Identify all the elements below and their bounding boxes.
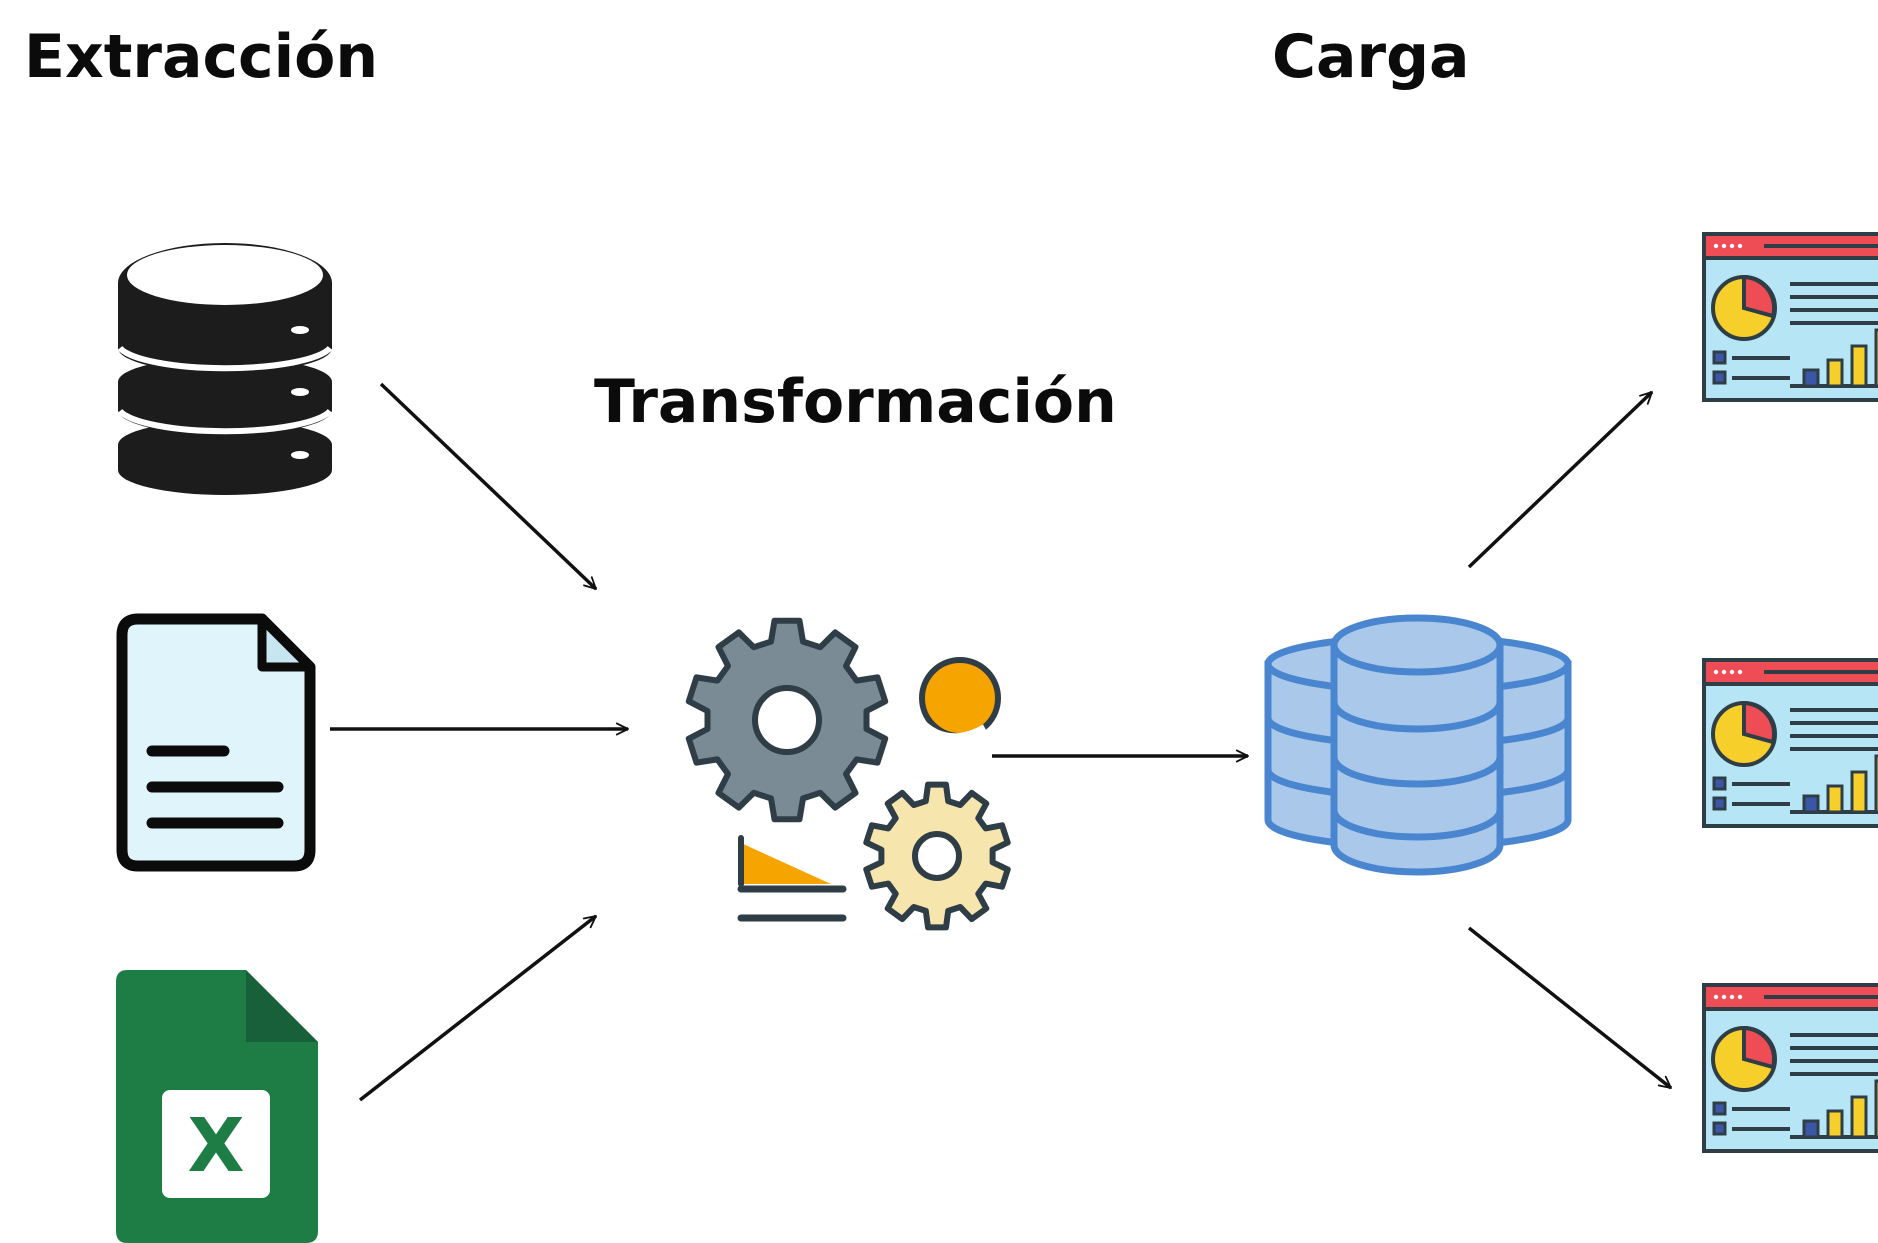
excel-letter: X xyxy=(187,1103,244,1189)
dashboards-group xyxy=(1702,232,1878,1153)
pie-slice xyxy=(1742,1025,1777,1070)
bar-icon xyxy=(1802,794,1820,814)
bar-icon xyxy=(1802,1119,1820,1139)
bar-icon xyxy=(1850,344,1868,388)
small-yellow-gear xyxy=(863,781,1011,931)
orange-triangle xyxy=(737,835,847,922)
bar-icon xyxy=(1850,1095,1868,1139)
pie-slice xyxy=(1742,274,1777,319)
orange-dot xyxy=(919,657,1001,742)
data-warehouse-icon xyxy=(1264,614,1572,876)
bar-icon xyxy=(1826,1109,1844,1139)
bar-icon xyxy=(1802,368,1820,388)
dashboard-report-icon xyxy=(1702,232,1878,402)
bar-icon xyxy=(1874,328,1878,388)
bar-icon xyxy=(1826,784,1844,814)
pie-slice xyxy=(1742,700,1777,745)
database-disk-bottom xyxy=(118,420,332,495)
dashboard-report-icon xyxy=(1702,983,1878,1153)
load-label: Carga xyxy=(1272,22,1470,92)
database-server-icon xyxy=(117,243,333,495)
excel-spreadsheet-icon: X xyxy=(116,970,318,1243)
transformation-label: Transformación xyxy=(594,367,1117,437)
warehouse-center-cylinder xyxy=(1330,614,1504,876)
database-disk-top xyxy=(117,243,333,373)
arrow-warehouse-to-dashboard-1 xyxy=(1467,390,1654,569)
arrow-warehouse-to-dashboard-3 xyxy=(1467,926,1673,1090)
bar-icon xyxy=(1874,1079,1878,1139)
bar-icon xyxy=(1826,358,1844,388)
large-gray-gear xyxy=(685,617,889,823)
arrow-database-to-transform xyxy=(379,382,598,591)
text-document-icon xyxy=(116,613,316,872)
dashboard-report-icon xyxy=(1702,658,1878,828)
arrow-excel-to-transform xyxy=(358,914,598,1102)
gears-processing-icon xyxy=(685,617,1011,931)
bar-icon xyxy=(1874,754,1878,814)
bar-icon xyxy=(1850,770,1868,814)
extraction-label: Extracción xyxy=(24,22,378,92)
database-disk-middle xyxy=(117,357,333,435)
